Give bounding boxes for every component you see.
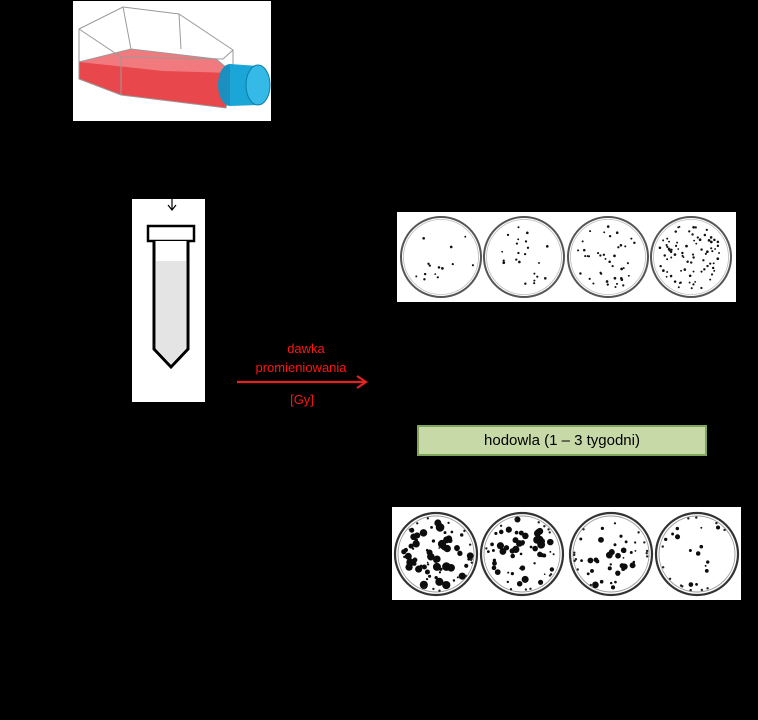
- culture-flask-icon: [78, 6, 271, 109]
- down-arrow-icon: [167, 199, 177, 211]
- colony-plates-panel: [392, 507, 741, 600]
- colony-petri-dish-icon: [393, 511, 740, 597]
- right-arrow-icon: [237, 375, 368, 389]
- dose-label-line1: dawka: [287, 341, 325, 356]
- culture-duration-label: hodowla (1 – 3 tygodni): [417, 425, 707, 456]
- culture-flask-panel: [73, 1, 271, 121]
- seeded-plates-panel: [397, 212, 736, 302]
- petri-dish-icon: [400, 216, 732, 298]
- culture-duration-text: hodowla (1 – 3 tygodni): [484, 432, 640, 449]
- dose-unit-label: [Gy]: [290, 392, 314, 407]
- centrifuge-tube-icon: [146, 199, 196, 370]
- radiation-dose-label: dawka promieniowania [Gy]: [233, 338, 373, 414]
- dose-label-line2: promieniowania: [255, 360, 347, 375]
- centrifuge-tube-panel: [132, 199, 205, 402]
